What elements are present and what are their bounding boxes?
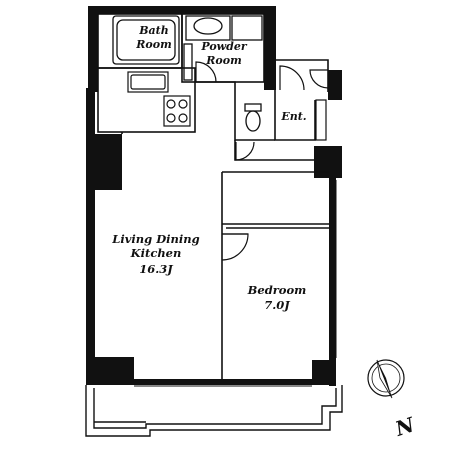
washer-space (231, 15, 263, 41)
column-top-right (264, 6, 276, 90)
bathtub-inner (116, 19, 176, 61)
washbasin (193, 17, 223, 35)
partitions (97, 13, 329, 379)
toilet-bowl (245, 110, 261, 132)
bedroom-label: Bedroom (247, 283, 307, 297)
fridge (127, 71, 169, 93)
bath-label-2: Room (135, 38, 171, 51)
entrance-top (276, 59, 329, 92)
toilet-tank (244, 103, 262, 112)
balcony-inner (93, 388, 337, 429)
wall-left (86, 88, 95, 384)
column-left-mid (95, 134, 122, 190)
corridor-lower (234, 140, 314, 161)
ldk-label: Living Dining (111, 232, 199, 246)
burner-1 (166, 99, 176, 109)
bath-label: Bath (138, 24, 169, 37)
column-top-left (88, 6, 98, 92)
shoe-cabinet (315, 99, 327, 141)
burner-2 (178, 99, 188, 109)
wall-top (88, 6, 274, 14)
compass-ring (367, 359, 405, 397)
ldk-label-2: Kitchen (130, 246, 182, 260)
compass: N (367, 359, 418, 441)
column-right-mid (314, 146, 342, 178)
entrance-wall (274, 90, 316, 141)
entrance-label: Ent. (280, 110, 306, 123)
bedroom-door (221, 233, 249, 261)
entrance-door-left (279, 65, 305, 91)
corridor-door (235, 141, 255, 161)
sink (130, 74, 166, 90)
balcony-outline (85, 385, 343, 437)
burner-3 (166, 113, 176, 123)
north-label: N (391, 412, 417, 441)
bedroom-area: 7.0J (264, 298, 291, 312)
powder-door (195, 61, 217, 83)
doors (195, 61, 329, 261)
wall-right (329, 176, 336, 386)
powder-fixtures (183, 15, 263, 81)
stove (163, 95, 191, 127)
laundry-pan (183, 43, 193, 81)
compass-needle-light (376, 359, 393, 399)
room-labels: Bath Room Powder Room Ent. Living Dining… (111, 24, 307, 312)
windows (134, 180, 337, 387)
toilet-wall (195, 81, 275, 141)
bathtub (112, 15, 180, 65)
bath-fixtures (112, 15, 180, 65)
vanity-counter (185, 15, 231, 41)
compass-ring-inner (371, 363, 401, 393)
balcony (85, 385, 343, 437)
ldk-area: 16.3J (139, 262, 174, 276)
wall-bottom (86, 379, 336, 385)
kitchen-counter (97, 67, 196, 133)
column-entrance (328, 70, 342, 100)
burner-4 (178, 113, 188, 123)
toilet (244, 103, 262, 132)
powder-label-2: Room (205, 54, 241, 67)
powder-label: Powder (200, 40, 247, 53)
entrance-door-right (309, 69, 329, 89)
kitchen-fixtures (127, 71, 191, 127)
